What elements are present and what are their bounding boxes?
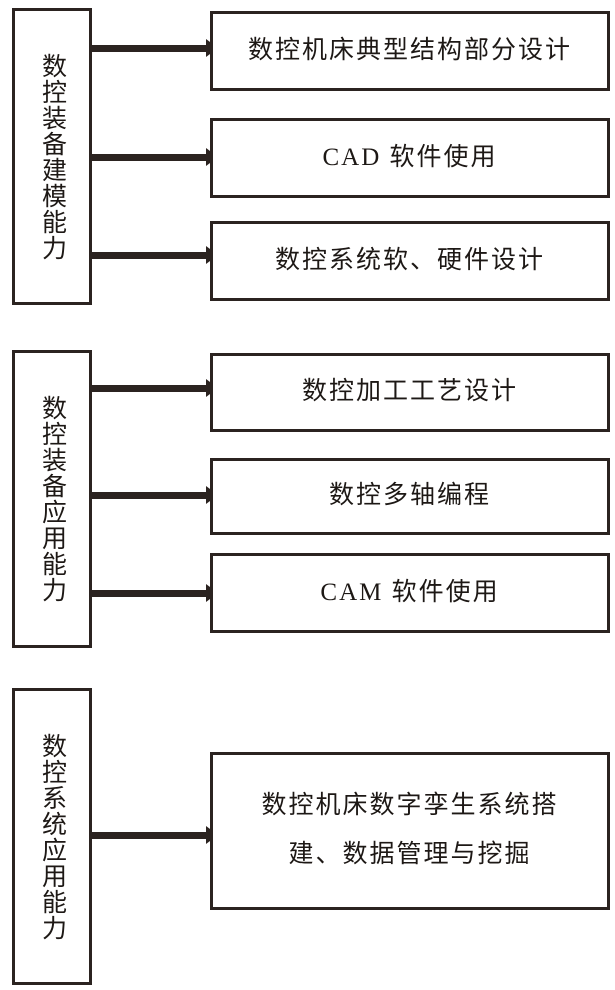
connector-arrow-line: [90, 154, 214, 161]
capability-box-label: 数控系统应用能力: [38, 732, 66, 941]
item-box-label: CAD 软件使用: [322, 143, 498, 171]
capability-box-system[interactable]: 数控系统应用能力: [12, 688, 92, 985]
connector-arrow-line: [90, 832, 214, 839]
item-box-label: 数控机床典型结构部分设计: [247, 36, 572, 64]
capability-box-label: 数控装备应用能力: [38, 395, 66, 603]
item-box-line-1: 数控机床数字孪生系统搭: [261, 792, 559, 820]
capability-box-application[interactable]: 数控装备应用能力: [12, 350, 92, 648]
connector-arrow-line: [90, 590, 214, 597]
item-box-label: 数控加工工艺设计: [301, 378, 518, 406]
item-box-label: 数控机床数字孪生系统搭 建、数据管理与挖掘: [251, 782, 568, 880]
connector-arrow-line: [90, 45, 214, 52]
item-box[interactable]: CAD 软件使用: [210, 118, 610, 198]
item-box[interactable]: 数控系统软、硬件设计: [210, 221, 610, 301]
item-box-line-2: 建、数据管理与挖掘: [288, 841, 532, 868]
capability-box-label: 数控装备建模能力: [38, 52, 66, 261]
item-box[interactable]: CAM 软件使用: [210, 553, 610, 633]
connector-arrow-line: [90, 252, 214, 259]
item-box[interactable]: 数控加工工艺设计: [210, 353, 610, 432]
item-box[interactable]: 数控机床数字孪生系统搭 建、数据管理与挖掘: [210, 752, 610, 910]
connector-arrow-line: [90, 492, 214, 499]
capability-group-3: 数控系统应用能力 数控机床数字孪生系统搭 建、数据管理与挖掘: [0, 670, 615, 990]
item-box-label: 数控多轴编程: [328, 482, 491, 510]
item-box[interactable]: 数控机床典型结构部分设计: [210, 11, 610, 91]
capability-group-2: 数控装备应用能力 数控加工工艺设计 数控多轴编程 CAM 软件使用: [0, 340, 615, 660]
item-box-label: 数控系统软、硬件设计: [274, 246, 545, 274]
capability-group-1: 数控装备建模能力 数控机床典型结构部分设计 CAD 软件使用 数控系统软、硬件设…: [0, 0, 615, 330]
capability-box-modeling[interactable]: 数控装备建模能力: [12, 8, 92, 305]
connector-arrow-line: [90, 385, 214, 392]
item-box-label: CAM 软件使用: [320, 578, 500, 606]
item-box[interactable]: 数控多轴编程: [210, 458, 610, 535]
